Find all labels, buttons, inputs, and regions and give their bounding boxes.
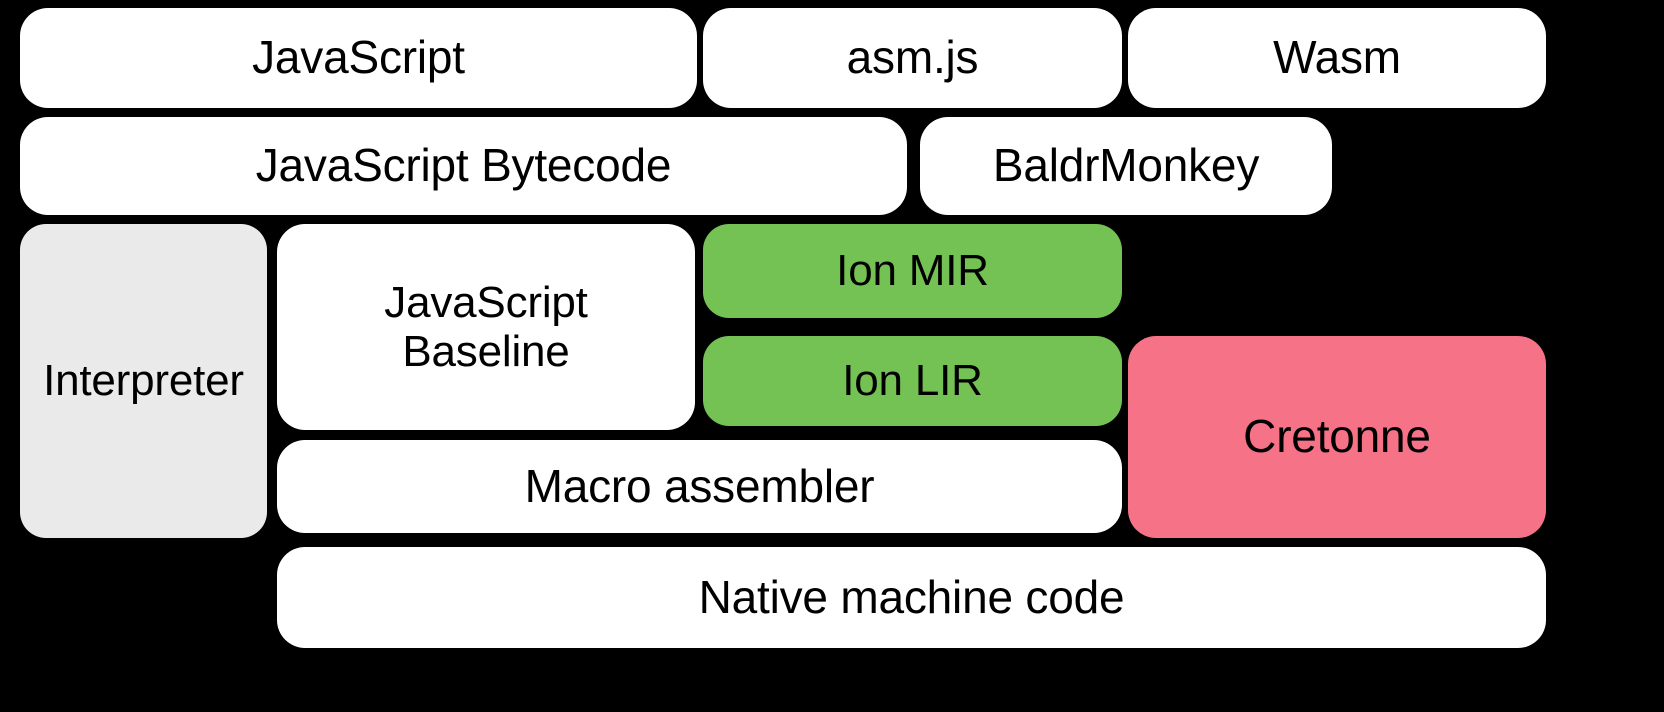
node-native-machine-code: Native machine code — [277, 547, 1546, 648]
node-javascript-baseline: JavaScript Baseline — [277, 224, 695, 430]
node-ion-mir: Ion MIR — [703, 224, 1122, 318]
node-asm-js: asm.js — [703, 8, 1122, 108]
node-cretonne: Cretonne — [1128, 336, 1546, 538]
node-wasm: Wasm — [1128, 8, 1546, 108]
node-interpreter: Interpreter — [20, 224, 267, 538]
node-javascript: JavaScript — [20, 8, 697, 108]
node-ion-lir: Ion LIR — [703, 336, 1122, 426]
node-javascript-bytecode: JavaScript Bytecode — [20, 117, 907, 215]
node-macro-assembler: Macro assembler — [277, 440, 1122, 533]
node-baldrmonkey: BaldrMonkey — [920, 117, 1332, 215]
